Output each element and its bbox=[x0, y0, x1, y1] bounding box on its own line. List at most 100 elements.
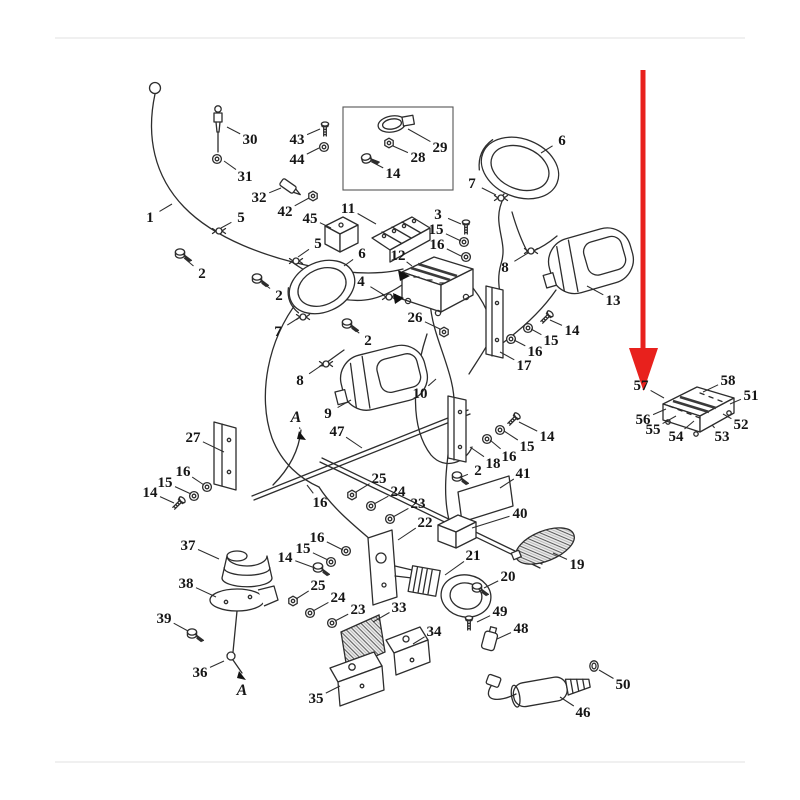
red-arrow-shaft bbox=[640, 70, 646, 350]
leader-line bbox=[530, 328, 542, 336]
leader-line bbox=[471, 515, 510, 529]
nut-icon bbox=[439, 326, 449, 338]
leader-line bbox=[343, 258, 354, 267]
part-label-17: 17 bbox=[517, 358, 533, 374]
part-label-7: 7 bbox=[468, 176, 476, 192]
part-label-2: 2 bbox=[364, 333, 372, 349]
leader-line bbox=[458, 473, 469, 479]
part-label-35: 35 bbox=[309, 691, 324, 707]
part-label-50: 50 bbox=[616, 677, 631, 693]
red-arrow-head bbox=[629, 348, 658, 391]
screw-icon bbox=[320, 121, 330, 137]
bolt-icon bbox=[451, 471, 470, 486]
antenna-ball bbox=[148, 81, 162, 95]
part-label-32: 32 bbox=[252, 190, 267, 206]
part-label-55: 55 bbox=[646, 422, 661, 438]
leader-line bbox=[598, 669, 614, 679]
part-label-18: 18 bbox=[486, 456, 501, 472]
leader-line bbox=[287, 316, 301, 326]
part-label-15: 15 bbox=[296, 541, 311, 557]
part-label-23: 23 bbox=[411, 496, 426, 512]
part-label-54: 54 bbox=[669, 429, 685, 445]
part-label-8: 8 bbox=[501, 260, 509, 276]
red-arrow bbox=[629, 70, 658, 391]
leader-line bbox=[355, 483, 370, 493]
part-label-A: A bbox=[236, 682, 248, 699]
leader-line bbox=[503, 430, 519, 441]
part-label-12: 12 bbox=[391, 248, 406, 264]
leader-line bbox=[345, 436, 363, 449]
part-label-45: 45 bbox=[303, 211, 318, 227]
leader-line bbox=[392, 145, 409, 154]
washer-icon bbox=[505, 333, 517, 345]
direction-arrow-icon bbox=[398, 270, 410, 281]
part-label-40: 40 bbox=[513, 506, 528, 522]
leader-line bbox=[306, 484, 314, 494]
part-label-16: 16 bbox=[528, 344, 544, 360]
leader-line bbox=[312, 552, 329, 561]
inset-detail-box bbox=[342, 106, 454, 191]
support-rods bbox=[251, 409, 543, 569]
o-ring-hole bbox=[591, 662, 597, 670]
leader-line bbox=[476, 615, 491, 623]
leader-line bbox=[513, 339, 526, 347]
leader-line bbox=[337, 399, 352, 409]
part-label-14: 14 bbox=[143, 485, 159, 501]
washer-icon bbox=[458, 236, 470, 248]
part-label-6: 6 bbox=[558, 133, 566, 149]
screw-icon bbox=[464, 615, 474, 631]
washer-icon bbox=[318, 141, 330, 153]
leader-line bbox=[259, 280, 271, 289]
part-label-30: 30 bbox=[243, 132, 258, 148]
part-label-25: 25 bbox=[311, 578, 326, 594]
beacon-rod bbox=[232, 610, 238, 653]
sensor-plug-end bbox=[485, 673, 502, 688]
leader-line bbox=[392, 507, 409, 518]
nut-icon bbox=[347, 489, 357, 501]
solenoid-sensor bbox=[510, 676, 591, 708]
leader-line bbox=[220, 221, 232, 229]
part-label-16: 16 bbox=[313, 495, 329, 511]
part-label-A: A bbox=[290, 409, 302, 426]
leader-line bbox=[445, 233, 462, 242]
leader-line bbox=[650, 389, 665, 399]
leader-line bbox=[483, 580, 499, 589]
leader-line bbox=[729, 398, 742, 405]
leader-line bbox=[295, 590, 309, 600]
bracket-18 bbox=[447, 395, 467, 463]
part-label-15: 15 bbox=[429, 222, 444, 238]
washer-icon bbox=[304, 607, 316, 619]
leader-line bbox=[319, 222, 332, 229]
leader-line bbox=[173, 622, 189, 632]
part-label-25: 25 bbox=[372, 471, 387, 487]
leader-line bbox=[370, 286, 385, 296]
part-label-29: 29 bbox=[433, 140, 448, 156]
bracket-27 bbox=[213, 421, 237, 491]
leader-line bbox=[406, 261, 413, 267]
leader-line bbox=[159, 203, 173, 212]
leader-line bbox=[191, 476, 205, 486]
part-label-11: 11 bbox=[341, 201, 355, 217]
part-label-31: 31 bbox=[238, 169, 253, 185]
leader-line bbox=[586, 285, 604, 296]
part-label-41: 41 bbox=[516, 466, 531, 482]
cross-rod bbox=[251, 409, 471, 501]
rod-fitting bbox=[226, 651, 236, 661]
washer-icon bbox=[384, 513, 396, 525]
part-label-52: 52 bbox=[734, 417, 749, 433]
part-label-24: 24 bbox=[331, 590, 347, 606]
beacon-base bbox=[209, 585, 279, 612]
clamp-icon bbox=[295, 313, 311, 321]
part-label-16: 16 bbox=[430, 237, 446, 253]
rear-lamp-left bbox=[334, 344, 429, 411]
leader-line bbox=[334, 613, 349, 622]
screw-icon bbox=[505, 411, 522, 428]
arrow-a-icon bbox=[297, 431, 306, 440]
leader-line bbox=[269, 187, 282, 194]
part-label-8: 8 bbox=[296, 373, 304, 389]
leader-line bbox=[427, 378, 437, 387]
part-label-21: 21 bbox=[466, 548, 481, 564]
leader-line bbox=[684, 420, 695, 430]
